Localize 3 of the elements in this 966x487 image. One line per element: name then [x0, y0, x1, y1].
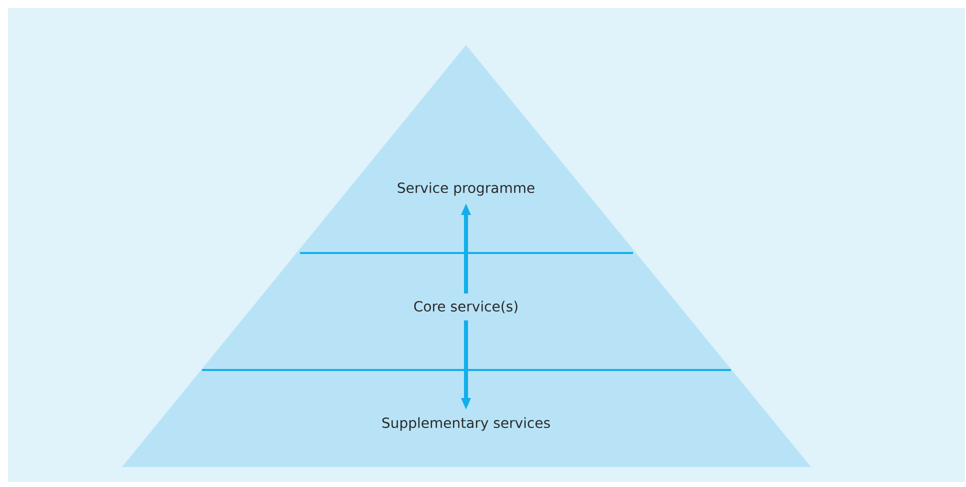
text-label: Supplementary services [382, 417, 550, 431]
text-label: Core service(s) [414, 300, 518, 314]
text-label: Service programme [398, 182, 534, 196]
